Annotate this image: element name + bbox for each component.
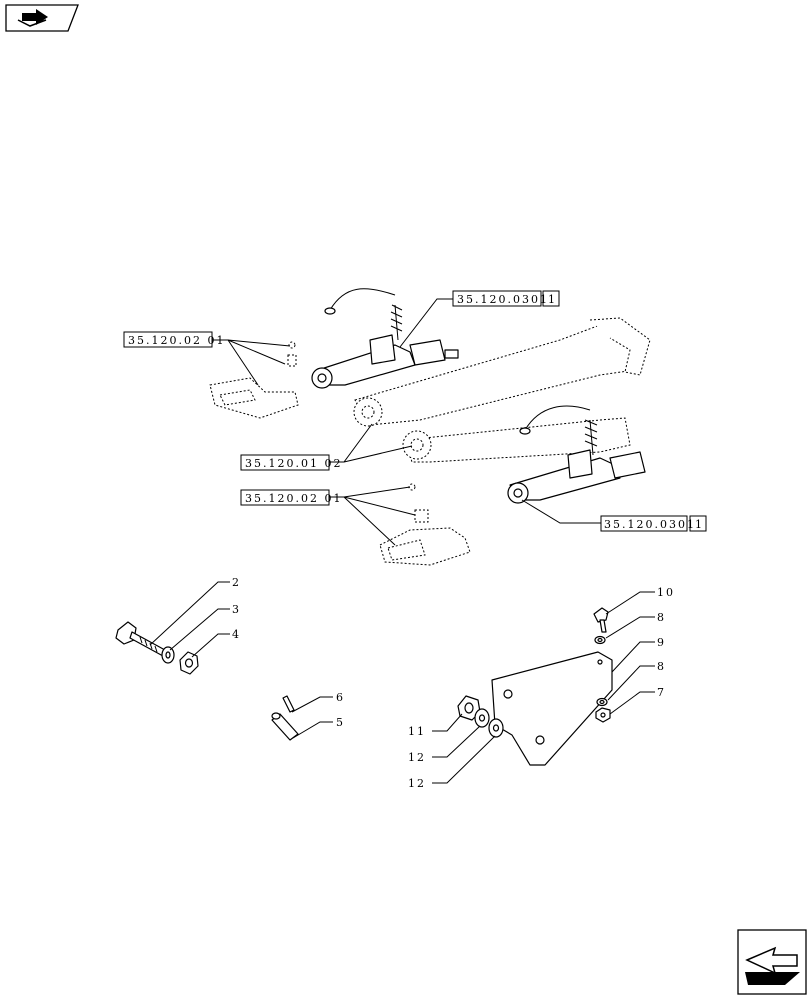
ref-label-r1[interactable]: 35.120.0301 1 [452,290,560,307]
ref-label-r5-text: 35.120.0301 [604,518,696,531]
ref-label-r3[interactable]: 35.120.01 02 [240,454,342,471]
book-arrow-icon[interactable] [5,4,79,32]
callout-10: 10 [657,586,675,599]
washer-part-3 [161,646,175,664]
nut-part-4 [179,651,199,675]
callout-8b: 8 [657,660,666,673]
next-page-arrow-icon[interactable] [737,929,807,995]
upper-bracket-ghost [209,341,299,419]
stabilizer-lower [507,405,646,504]
callout-4: 4 [232,628,241,641]
lower-bracket-ghost [379,483,471,566]
nut-part-7 [595,707,611,723]
ref-label-r4-text: 35.120.02 01 [245,492,342,505]
ref-label-r3-text: 35.120.01 02 [245,457,342,470]
callout-7: 7 [657,686,666,699]
bolt-part [115,621,166,657]
small-bolt-part-10 [593,607,609,633]
washer-part-8b [596,697,608,707]
callout-8a: 8 [657,611,666,624]
pin-part-5 [271,712,299,741]
cotter-pin-part-6 [282,695,295,713]
callout-9: 9 [657,636,666,649]
washer-part-12a [474,708,490,728]
leader-lines [149,581,655,784]
callout-3: 3 [232,603,241,616]
ref-label-r5-box: 1 [695,518,704,531]
ref-label-r2-text: 35.120.02 01 [128,334,225,347]
ref-label-r1-text: 35.120.0301 [457,293,549,306]
lower-link-ghost [353,317,651,463]
ref-label-r2[interactable]: 35.120.02 01 [123,331,225,348]
callout-12b: 12 [408,777,426,790]
bracket-plate-part-9 [491,651,613,766]
ref-label-r4[interactable]: 35.120.02 01 [240,489,342,506]
stabilizer-upper [311,288,459,389]
callout-11: 11 [408,725,426,738]
washer-part-12b [488,718,504,738]
washer-part-8a [594,635,606,645]
ref-label-r5[interactable]: 35.120.0301 1 [600,515,707,532]
callout-5: 5 [336,716,345,729]
ref-label-r1-box: 1 [548,293,557,306]
callout-2: 2 [232,576,241,589]
callout-12a: 12 [408,751,426,764]
callout-6: 6 [336,691,345,704]
